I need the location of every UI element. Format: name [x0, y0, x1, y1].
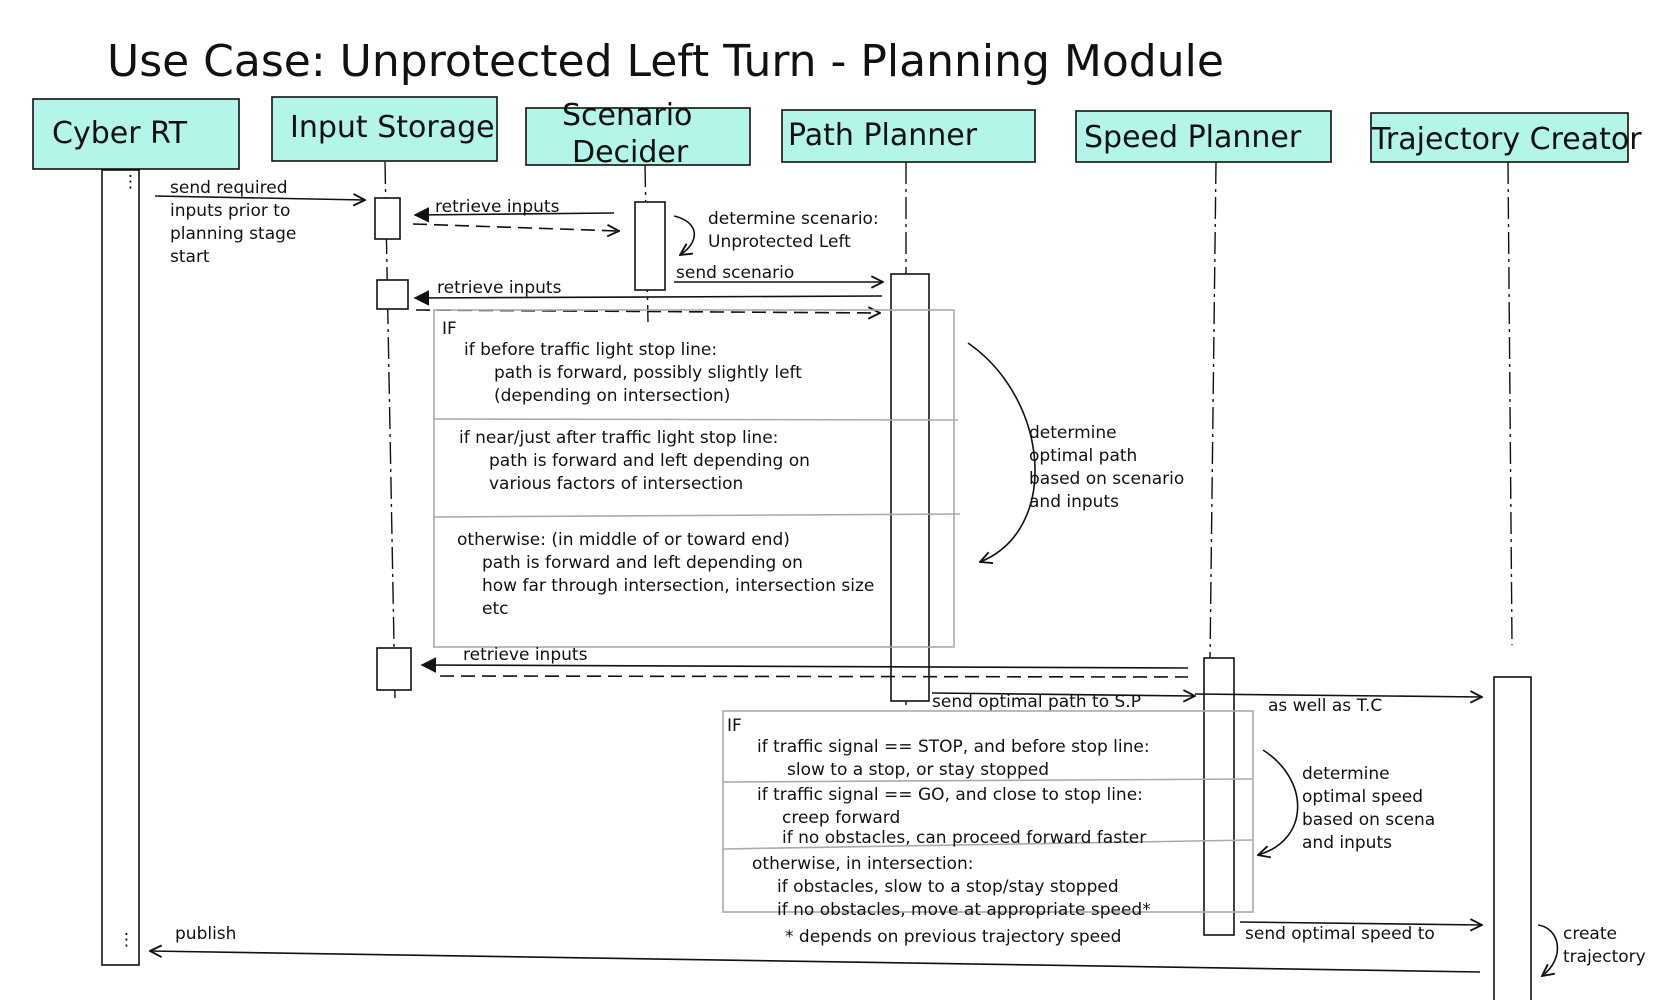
input-storage-activation-2 [376, 279, 409, 310]
note-line: determine [1029, 423, 1117, 443]
note-line: based on scenario [1029, 469, 1184, 489]
determine-speed-note: determine optimal speed based on scena a… [1302, 764, 1435, 853]
ellipsis-mark: ⋮ [122, 172, 139, 192]
send-scenario-label: send scenario [676, 263, 794, 283]
speed-planner-activation [1203, 657, 1235, 936]
speed-conditions-frame: IF if traffic signal == STOP, and before… [722, 710, 1254, 920]
determine-path-note: determine optimal path based on scenario… [1029, 423, 1184, 512]
participant-label: Path Planner [788, 118, 978, 153]
inputs-return-3-line [439, 675, 1189, 678]
retrieve-inputs-3-arrow [422, 665, 1189, 668]
retrieve-inputs-1-label: retrieve inputs [435, 197, 560, 217]
determine-scenario-label: determine scenario: [708, 209, 879, 229]
participant-label: Speed Planner [1084, 120, 1302, 155]
retrieve-inputs-1-arrow [415, 213, 615, 215]
condition-text: path is forward, possibly slightly left [494, 363, 802, 383]
condition-text: if no obstacles, can proceed forward fas… [782, 828, 1146, 848]
participant-trajectory-creator: Trajectory Creator [1370, 112, 1642, 163]
diagram-title: Use Case: Unprotected Left Turn - Planni… [107, 36, 1224, 87]
participant-label: Cyber RT [52, 116, 188, 151]
retrieve-inputs-3-label: retrieve inputs [463, 645, 588, 665]
path-conditions-frame: IF if before traffic light stop line: pa… [433, 309, 961, 648]
send-path-to-trajectory-arrow [1194, 694, 1482, 697]
send-speed-arrow [1239, 922, 1482, 925]
condition-text: slow to a stop, or stay stopped [787, 760, 1049, 780]
condition-text: path is forward and left depending on [482, 553, 803, 573]
speed-planner-lifeline [1209, 161, 1217, 661]
note-line: optimal path [1029, 446, 1137, 466]
send-required-label: send required inputs prior to planning s… [170, 178, 296, 267]
participant-cyber-rt: Cyber RT [32, 98, 240, 170]
retrieve-inputs-2-arrow [415, 296, 883, 298]
input-storage-lifeline [384, 161, 396, 699]
label-line: planning stage [170, 224, 296, 244]
cyber-rt-activation [101, 169, 140, 966]
if-label: IF [442, 319, 457, 339]
determine-speed-curve-arrow [1258, 749, 1299, 855]
scenario-decider-activation [634, 201, 666, 291]
determine-path-curve-arrow [967, 342, 1036, 562]
ellipsis-mark: ⋮ [118, 930, 135, 950]
send-path-to-speed-arrow [931, 693, 1195, 696]
trajectory-creator-activation [1493, 676, 1532, 1000]
input-storage-activation-3 [376, 647, 412, 691]
participant-speed-planner: Speed Planner [1075, 110, 1332, 163]
participant-path-planner: Path Planner [781, 109, 1036, 163]
condition-text: otherwise, in intersection: [752, 854, 974, 874]
note-line: determine [1302, 764, 1390, 784]
create-trajectory-label: create [1563, 924, 1617, 944]
condition-text: if no obstacles, move at appropriate spe… [777, 900, 1151, 920]
as-well-as-label: as well as T.C [1268, 696, 1382, 716]
note-line: optimal speed [1302, 787, 1423, 807]
retrieve-inputs-2-label: retrieve inputs [437, 278, 562, 298]
publish-label: publish [175, 924, 236, 944]
participant-scenario-decider: Scenario Decider [525, 98, 751, 170]
condition-text: otherwise: (in middle of or toward end) [457, 530, 790, 550]
label-line: send required [170, 178, 288, 198]
create-trajectory-self-arrow [1537, 924, 1559, 976]
note-line: and inputs [1302, 833, 1392, 853]
participant-label: Scenario [562, 98, 692, 133]
determine-scenario-self-arrow [673, 215, 696, 255]
speed-footnote: * depends on previous trajectory speed [785, 927, 1121, 947]
condition-text: creep forward [782, 808, 900, 828]
send-required-arrow [154, 196, 365, 200]
participant-label: Input Storage [290, 110, 495, 145]
determine-scenario-label: Unprotected Left [708, 232, 851, 252]
condition-text: various factors of intersection [489, 474, 743, 494]
condition-text: if traffic signal == STOP, and before st… [757, 737, 1150, 757]
create-trajectory-label: trajectory [1563, 947, 1646, 967]
condition-text: etc [482, 599, 508, 619]
send-optimal-speed-label: send optimal speed to [1245, 924, 1435, 944]
inputs-return-2-arrow [415, 310, 880, 313]
path-planner-activation [890, 273, 930, 702]
if-label: IF [727, 716, 742, 736]
condition-text: how far through intersection, intersecti… [482, 576, 874, 596]
label-line: start [170, 247, 210, 267]
participant-label: Decider [572, 135, 689, 170]
label-line: inputs prior to [170, 201, 290, 221]
input-storage-activation-1 [374, 197, 401, 240]
condition-text: path is forward and left depending on [489, 451, 810, 471]
condition-text: (depending on intersection) [494, 386, 730, 406]
condition-text: if near/just after traffic light stop li… [459, 428, 778, 448]
note-line: based on scena [1302, 810, 1435, 830]
condition-text: if before traffic light stop line: [464, 340, 717, 360]
send-optimal-path-label: send optimal path to S.P [932, 692, 1141, 712]
note-line: and inputs [1029, 492, 1119, 512]
inputs-return-1-arrow [412, 223, 619, 231]
participant-input-storage: Input Storage [271, 96, 498, 162]
trajectory-creator-lifeline [1507, 161, 1513, 646]
condition-text: if obstacles, slow to a stop/stay stoppe… [777, 877, 1119, 897]
participant-label: Trajectory Creator [1371, 122, 1642, 157]
publish-arrow [150, 951, 1481, 973]
condition-text: if traffic signal == GO, and close to st… [757, 785, 1143, 805]
